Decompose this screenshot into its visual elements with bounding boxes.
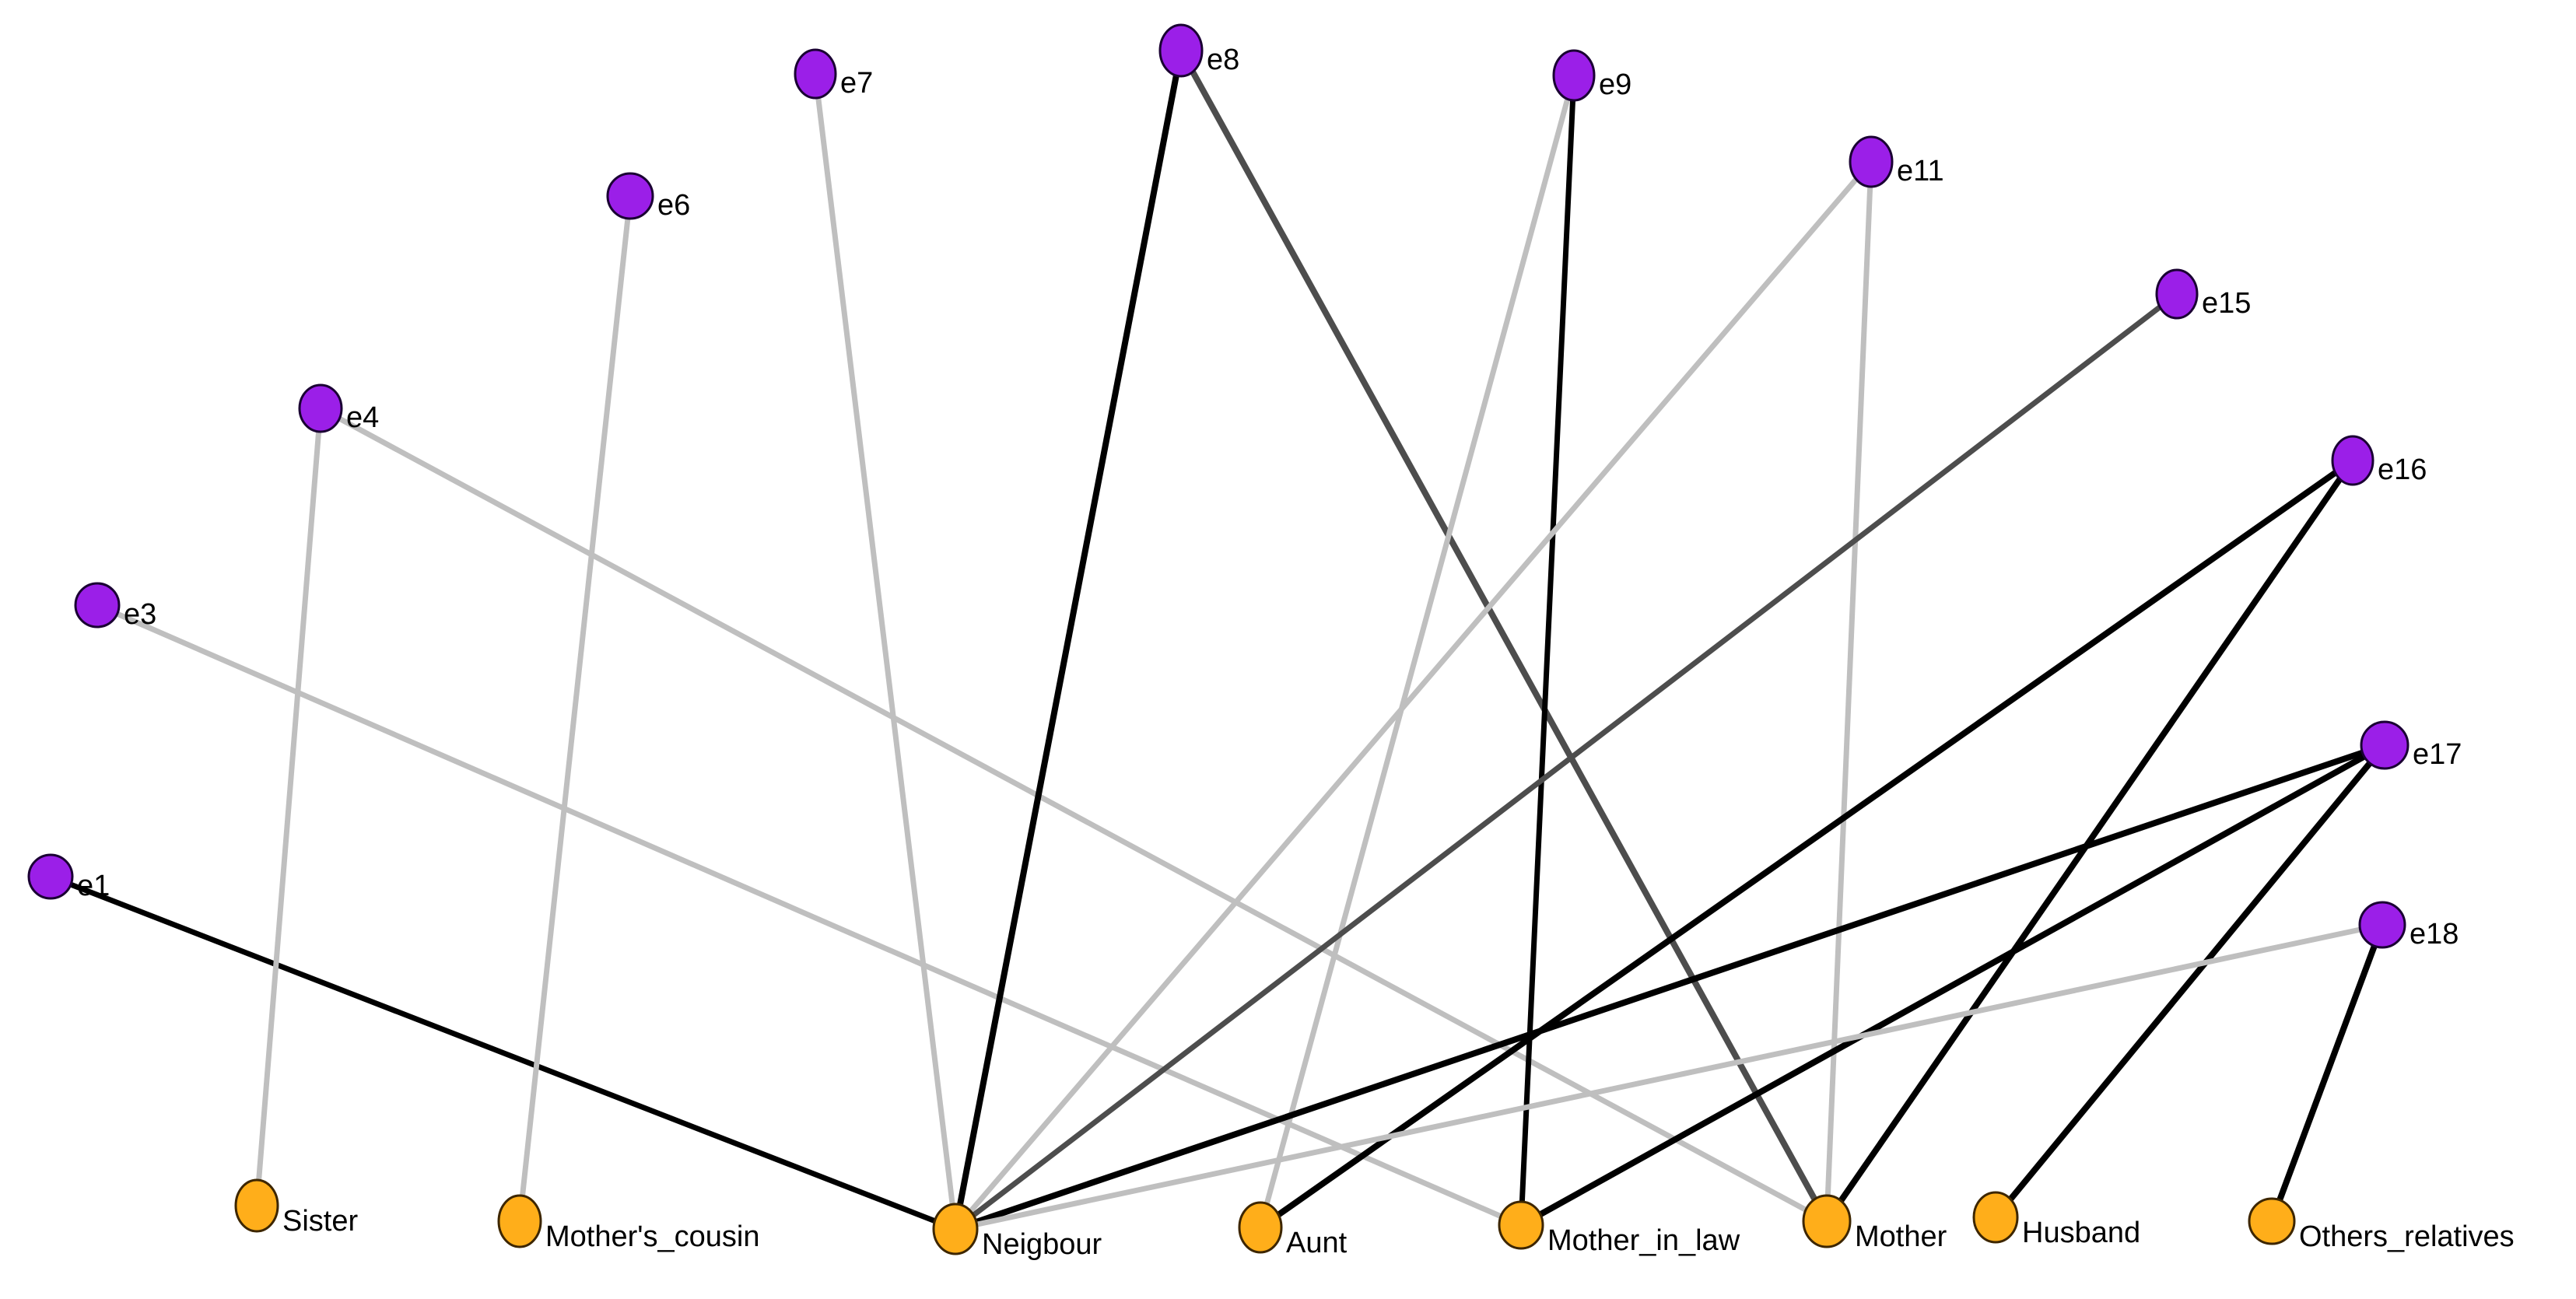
node-label-Others_relatives: Others_relatives: [2299, 1220, 2515, 1253]
graph-edge: [49, 874, 957, 1232]
graph-edge: [952, 50, 1184, 1230]
graph-node-e8[interactable]: [1158, 23, 1204, 78]
graph-node-Neigbour[interactable]: [932, 1203, 979, 1255]
node-label-Neigbour: Neigbour: [982, 1228, 1102, 1261]
node-label-e3: e3: [124, 598, 156, 631]
graph-node-Husband[interactable]: [1972, 1191, 2019, 1244]
node-label-e16: e16: [2378, 453, 2427, 486]
node-label-Husband: Husband: [2022, 1217, 2140, 1249]
node-label-e15: e15: [2202, 287, 2251, 320]
graph-node-e7[interactable]: [794, 48, 837, 100]
graph-node-e4[interactable]: [298, 383, 343, 433]
graph-node-Sister[interactable]: [234, 1178, 279, 1233]
graph-node-Aunt[interactable]: [1238, 1201, 1283, 1254]
graph-edge: [254, 408, 324, 1206]
node-label-e17: e17: [2413, 738, 2462, 771]
node-label-Aunt: Aunt: [1286, 1227, 1348, 1259]
node-label-e8: e8: [1207, 44, 1239, 76]
graph-node-e11[interactable]: [1849, 135, 1894, 188]
graph-node-Mother_in_law[interactable]: [1498, 1200, 1544, 1250]
graph-edge: [1824, 458, 2356, 1224]
node-layer: [27, 23, 2410, 1255]
graph-edge: [517, 195, 633, 1222]
graph-node-e17[interactable]: [2360, 720, 2410, 770]
graph-edge: [1824, 161, 1874, 1222]
graph-edge: [1178, 49, 1830, 1223]
graph-edge: [812, 73, 959, 1230]
graph-edge: [954, 742, 2386, 1232]
graph-edge: [319, 405, 1828, 1224]
node-label-e4: e4: [346, 401, 379, 434]
edge-layer: [49, 49, 2388, 1232]
graph-node-e15[interactable]: [2155, 268, 2199, 320]
node-label-Mothers_cousin: Mother's_cousin: [545, 1220, 760, 1253]
graph-node-e3[interactable]: [74, 582, 121, 628]
graph-edge: [953, 159, 1873, 1231]
graph-edge: [1992, 743, 2388, 1220]
graph-node-e1[interactable]: [27, 853, 74, 900]
graph-edge: [953, 292, 2179, 1231]
node-label-e11: e11: [1897, 155, 1944, 187]
graph-edge: [1257, 75, 1577, 1228]
graph-node-e18[interactable]: [2358, 901, 2406, 949]
graph-node-Mother[interactable]: [1802, 1194, 1852, 1248]
node-label-e9: e9: [1599, 68, 1631, 101]
graph-node-e6[interactable]: [606, 172, 654, 220]
graph-edge: [1258, 457, 2355, 1231]
node-label-Mother_in_law: Mother_in_law: [1547, 1224, 1740, 1257]
node-label-e6: e6: [657, 189, 690, 222]
graph-edge: [1519, 742, 2386, 1228]
graph-edge: [2269, 923, 2385, 1223]
graph-edge: [955, 922, 2383, 1232]
node-label-Sister: Sister: [282, 1205, 358, 1238]
node-label-e1: e1: [77, 870, 110, 902]
graph-node-Others_relatives[interactable]: [2248, 1197, 2296, 1245]
node-label-e18: e18: [2410, 918, 2459, 951]
graph-node-e9[interactable]: [1552, 49, 1596, 102]
node-label-e7: e7: [840, 67, 873, 100]
graph-node-Mothers_cousin[interactable]: [497, 1194, 542, 1248]
node-label-Mother: Mother: [1855, 1220, 1947, 1253]
graph-node-e16[interactable]: [2331, 435, 2374, 486]
graph-edge: [96, 602, 1523, 1228]
